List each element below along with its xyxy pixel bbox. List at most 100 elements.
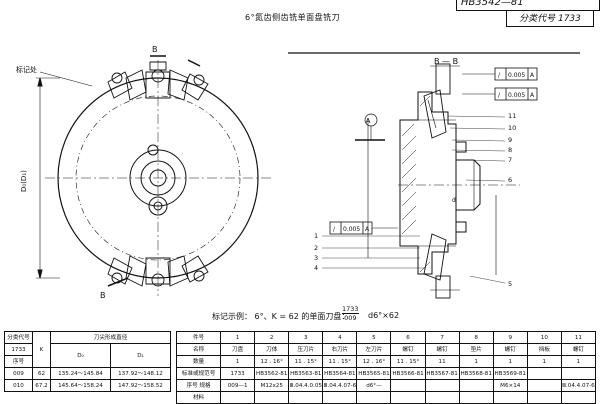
table-cell: 挡板: [526, 343, 562, 356]
table-cell: HB3565-81: [356, 367, 392, 380]
table-cell: HB3567-81: [424, 367, 460, 380]
table-cell: 8: [458, 331, 494, 344]
table-cell: Ⅲ.04.4.0.05: [288, 379, 324, 392]
table-cell: 12 . 16°: [254, 355, 290, 368]
table-cell: 3: [288, 331, 324, 344]
bore-dimension-label: d: [452, 197, 456, 204]
cut-mark-b-bottom: B: [100, 291, 106, 300]
table-cell: HB3568-81: [458, 367, 494, 380]
tol-symbol-2: /: [498, 92, 501, 99]
callout-5: 5: [508, 280, 512, 288]
cutter-pitch-circle: [75, 95, 241, 261]
table-cell: [322, 391, 358, 404]
class-header: 分类代号: [4, 331, 33, 344]
row-label: 序号 规格: [175, 379, 222, 392]
table-cell: [526, 367, 562, 380]
table-cell: [526, 379, 562, 392]
table-cell: 2: [254, 331, 290, 344]
callout-7: 7: [508, 156, 512, 164]
table-cell: 螺钉: [424, 343, 460, 356]
table-cell: 4: [322, 331, 358, 344]
table-row: 材料: [175, 391, 597, 404]
table-cell: 009: [4, 367, 33, 380]
table-cell: 10: [526, 331, 562, 344]
table-cell: 010: [4, 379, 33, 392]
table-cell: 刀体: [254, 343, 290, 356]
d1-header: D₁: [109, 343, 172, 368]
diameter-dimension-label: D₀(D₁): [20, 170, 28, 192]
table-cell: 螺钉: [560, 343, 597, 356]
table-cell: 11: [560, 331, 597, 344]
table-cell: 1: [220, 355, 256, 368]
table-cell: d6°—: [356, 379, 392, 392]
table-cell: 147.92～158.52: [109, 379, 172, 392]
table-cell: 6: [390, 331, 426, 344]
marking-location-label: 标记处: [16, 65, 37, 74]
view-a-label: A: [366, 117, 371, 125]
table-cell: [220, 391, 256, 404]
table-cell: [424, 391, 460, 404]
callout-8: 8: [508, 146, 512, 154]
callout-2: 2: [314, 244, 318, 252]
table-cell: Ⅲ.04.4.07-6: [322, 379, 358, 392]
table-cell: 67.2: [32, 379, 51, 392]
table-cell: 1: [220, 331, 256, 344]
table-cell: 11 . 15°: [390, 355, 426, 368]
row-label: 标准或规范号: [175, 367, 222, 380]
table-cell: 11: [424, 355, 460, 368]
table-cell: HB3562-81: [254, 367, 290, 380]
row-label: 数量: [175, 355, 222, 368]
table-cell: M12x25: [254, 379, 290, 392]
table-cell: 螺钉: [492, 343, 528, 356]
table-cell: 压刀片: [288, 343, 324, 356]
table-cell: 145.64～158.24: [50, 379, 111, 392]
table-cell: HB3563-81: [288, 367, 324, 380]
table-cell: 螺钉: [390, 343, 426, 356]
table-cell: 9: [492, 331, 528, 344]
callout-9: 9: [508, 136, 512, 144]
table-cell: [492, 391, 528, 404]
table-cell: 7: [424, 331, 460, 344]
marking-example: 标记示例： 6°、K = 62 的单面刀盘：: [212, 312, 350, 321]
row-label: 名称: [175, 343, 222, 356]
table-cell: [288, 391, 324, 404]
callout-6: 6: [508, 176, 512, 184]
tol-value-3: 0.005: [343, 226, 360, 233]
table-cell: 1: [492, 355, 528, 368]
table-cell: 1: [560, 355, 597, 368]
table-cell: HB3564-81: [322, 367, 358, 380]
table-cell: 左刀片: [356, 343, 392, 356]
table-cell: [424, 379, 460, 392]
top-blade-cluster: [107, 61, 209, 101]
table-cell: [526, 391, 562, 404]
section-title: B — B: [434, 57, 458, 66]
marking-fraction: 1733 009: [342, 305, 359, 322]
callout-1: 1: [314, 232, 318, 240]
table-cell: Ⅲ.04.4.07-6: [560, 379, 597, 392]
callout-11: 11: [508, 112, 516, 120]
k-header: K: [32, 331, 51, 368]
table-cell: [458, 379, 494, 392]
table-cell: [390, 379, 426, 392]
table-cell: 5: [356, 331, 392, 344]
table-cell: [356, 391, 392, 404]
table-cell: 62: [32, 367, 51, 380]
section-view: [398, 63, 520, 299]
table-row: 标准或规范号 1733 HB3562-81 HB3563-81 HB3564-8…: [175, 367, 597, 380]
table-cell: HB3569-81: [492, 367, 528, 380]
table-cell: 11 . 15°: [288, 355, 324, 368]
row-label: 件号: [175, 331, 222, 344]
table-cell: 1: [526, 355, 562, 368]
row-label: 材料: [175, 391, 222, 404]
table-cell: 右刀片: [322, 343, 358, 356]
table-cell: 137.92～148.12: [109, 367, 172, 380]
table-cell: [390, 391, 426, 404]
table-row: 序号 规格 009—1 M12x25 Ⅲ.04.4.0.05 Ⅲ.04.4.07…: [175, 379, 597, 392]
fraction-numerator: 1733: [342, 305, 359, 313]
tol-symbol-3: /: [333, 226, 336, 233]
d0-header: D₀: [50, 343, 111, 368]
class-num-header: 1733: [4, 343, 33, 356]
table-cell: 009—1: [220, 379, 256, 392]
seq-header: 序号: [4, 355, 33, 368]
